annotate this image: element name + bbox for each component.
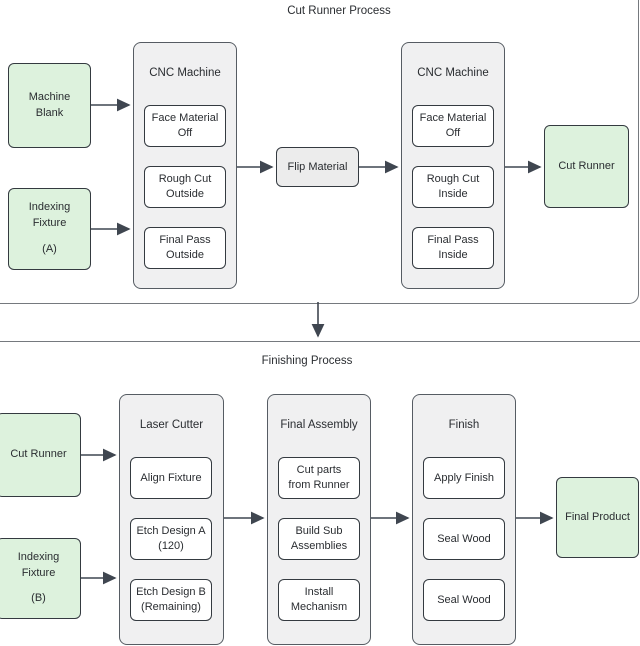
node-cut-runner-output: Cut Runner [544, 125, 629, 208]
step-final-pass-outside: Final Pass Outside [144, 227, 226, 269]
container-final-assembly: Final Assembly Cut parts from Runner Bui… [267, 394, 371, 645]
step-rough-cut-inside: Rough Cut Inside [412, 166, 494, 208]
cut-runner-input-label: Cut Runner [10, 448, 67, 461]
step-align-fixture: Align Fixture [130, 457, 212, 499]
machine-blank-label: Machine Blank [28, 90, 71, 119]
container-finish: Finish Apply Finish Seal Wood Seal Wood [412, 394, 516, 645]
node-machine-blank: Machine Blank [8, 63, 91, 148]
cut-runner-output-label: Cut Runner [558, 159, 615, 172]
step-etch-design-b: Etch Design B (Remaining) [130, 579, 212, 621]
finishing-process-title: Finishing Process [261, 355, 353, 367]
indexing-fixture-a-label: Indexing Fixture [28, 201, 71, 230]
node-final-product: Final Product [556, 477, 639, 558]
step-seal-wood-2: Seal Wood [423, 579, 505, 621]
flip-material-label: Flip Material [287, 161, 348, 173]
container-cnc-machine-1: CNC Machine Face Material Off Rough Cut … [133, 42, 237, 289]
step-apply-finish: Apply Finish [423, 457, 505, 499]
step-build-sub-assemblies: Build Sub Assemblies [278, 518, 360, 560]
step-cut-parts-from-runner: Cut parts from Runner [278, 457, 360, 499]
cut-runner-process-title: Cut Runner Process [287, 5, 391, 17]
indexing-fixture-b-label: Indexing Fixture [17, 550, 60, 579]
indexing-fixture-a-sublabel: (A) [42, 242, 57, 255]
step-install-mechanism: Install Mechanism [278, 579, 360, 621]
node-indexing-fixture-b: Indexing Fixture (B) [0, 538, 81, 619]
cnc-machine-1-title: CNC Machine [149, 67, 221, 79]
step-final-pass-inside: Final Pass Inside [412, 227, 494, 269]
laser-cutter-title: Laser Cutter [139, 419, 204, 431]
step-face-material-off-2: Face Material Off [412, 105, 494, 147]
final-product-label: Final Product [565, 510, 630, 523]
container-cnc-machine-2: CNC Machine Face Material Off Rough Cut … [401, 42, 505, 289]
node-cut-runner-input: Cut Runner [0, 413, 81, 497]
step-seal-wood-1: Seal Wood [423, 518, 505, 560]
step-rough-cut-outside: Rough Cut Outside [144, 166, 226, 208]
node-indexing-fixture-a: Indexing Fixture (A) [8, 188, 91, 270]
step-face-material-off-1: Face Material Off [144, 105, 226, 147]
step-etch-design-a: Etch Design A (120) [130, 518, 212, 560]
final-assembly-title: Final Assembly [280, 419, 358, 431]
node-flip-material: Flip Material [276, 147, 359, 187]
cnc-machine-2-title: CNC Machine [417, 67, 489, 79]
finish-title: Finish [448, 419, 480, 431]
indexing-fixture-b-sublabel: (B) [31, 592, 46, 605]
container-laser-cutter: Laser Cutter Align Fixture Etch Design A… [119, 394, 224, 645]
